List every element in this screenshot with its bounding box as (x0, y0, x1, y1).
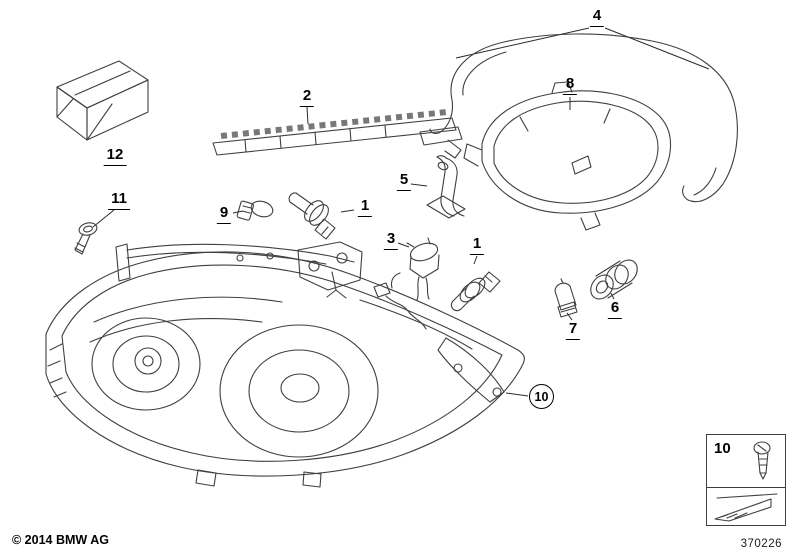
bulb-socket-part-3 (406, 237, 440, 301)
part-label-10-circled[interactable]: 10 (529, 384, 554, 409)
part-label-5[interactable]: 5 (396, 172, 412, 191)
leader-lines (92, 27, 710, 397)
part-label-1b[interactable]: 1 (469, 236, 485, 255)
legend-direction-cell (707, 488, 785, 525)
direction-arrow-icon (714, 493, 778, 522)
socket-part-6 (590, 259, 638, 300)
bulb-part-7 (554, 278, 578, 318)
legend-part-number[interactable]: 10 (714, 440, 731, 457)
part-label-12[interactable]: 12 (103, 147, 127, 166)
seal-part-4 (429, 33, 738, 203)
bulb-part-9 (236, 200, 274, 221)
screw-icon (753, 441, 771, 480)
diagram-number: 370226 (740, 538, 782, 550)
part-label-3[interactable]: 3 (383, 231, 399, 250)
part-label-4[interactable]: 4 (589, 8, 605, 27)
part-label-6[interactable]: 6 (607, 300, 623, 319)
screw-part-11 (74, 222, 98, 255)
part-label-11[interactable]: 11 (108, 191, 130, 210)
headlight-assembly (45, 241, 525, 488)
mounting-strip-part-2 (212, 109, 463, 159)
part-label-9[interactable]: 9 (216, 205, 232, 224)
bulb-part-1a (288, 192, 336, 240)
cover-part-8 (463, 81, 672, 231)
part-label-7[interactable]: 7 (565, 321, 581, 340)
bracket-part-5 (426, 155, 466, 219)
part-label-1a[interactable]: 1 (357, 198, 373, 217)
legend-item-10[interactable]: 10 (707, 435, 785, 488)
part-label-8[interactable]: 8 (562, 76, 578, 95)
legend-box: 10 (706, 434, 786, 526)
carton-part-12 (56, 60, 149, 141)
bulb-part-1b (450, 271, 501, 312)
part-label-2[interactable]: 2 (299, 88, 315, 107)
copyright-text: © 2014 BMW AG (12, 533, 109, 547)
